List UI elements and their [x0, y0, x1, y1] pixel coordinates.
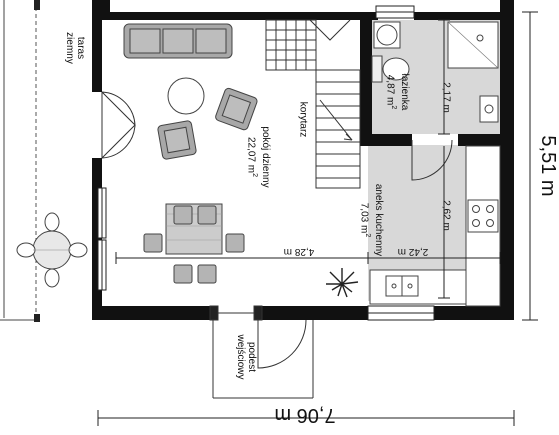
- living-room-label: pokój dzienny 22,07 m2: [245, 126, 271, 188]
- kitchen-area: 7,03 m: [358, 202, 370, 234]
- total-height-dimension: 5,51 m: [537, 135, 559, 197]
- armchair-left: [157, 120, 197, 160]
- armchair-right: [215, 87, 258, 131]
- bathroom-height-dimension: 2,17 m: [440, 82, 452, 113]
- stairs-label: korytarz: [297, 101, 309, 138]
- living-width-dimension: 4,28 m: [283, 246, 315, 257]
- coffee-table: [167, 77, 205, 115]
- bathroom-label: łazienka 4,87 m2: [384, 73, 410, 111]
- kitchen-width-dimension: 2,42 m: [397, 246, 429, 257]
- windows: [97, 5, 435, 321]
- dining-table: [143, 203, 245, 284]
- total-width-dimension: 7,06 m: [274, 404, 336, 426]
- living-room-area: 22,07 m: [245, 136, 257, 174]
- kitchen-height-dimension: 2,62 m: [440, 200, 452, 231]
- terrace-label: taras ziemny: [64, 32, 86, 64]
- dimension-lines: [97, 11, 538, 426]
- porch: [209, 305, 314, 399]
- walls: [92, 0, 514, 320]
- stairs: [265, 19, 361, 189]
- sofa: [123, 23, 233, 59]
- bathroom-door: [411, 139, 453, 181]
- terrace-table: [16, 212, 88, 288]
- kitchen-label: aneks kuchenny 7,03 m2: [358, 183, 384, 257]
- porch-label: podest wejściowy: [235, 334, 257, 380]
- terrace: [0, 0, 40, 322]
- bathroom-area: 4,87 m: [384, 74, 396, 106]
- bathroom-fixtures: [371, 21, 499, 123]
- terrace-door: [101, 91, 136, 159]
- plant: [326, 268, 359, 298]
